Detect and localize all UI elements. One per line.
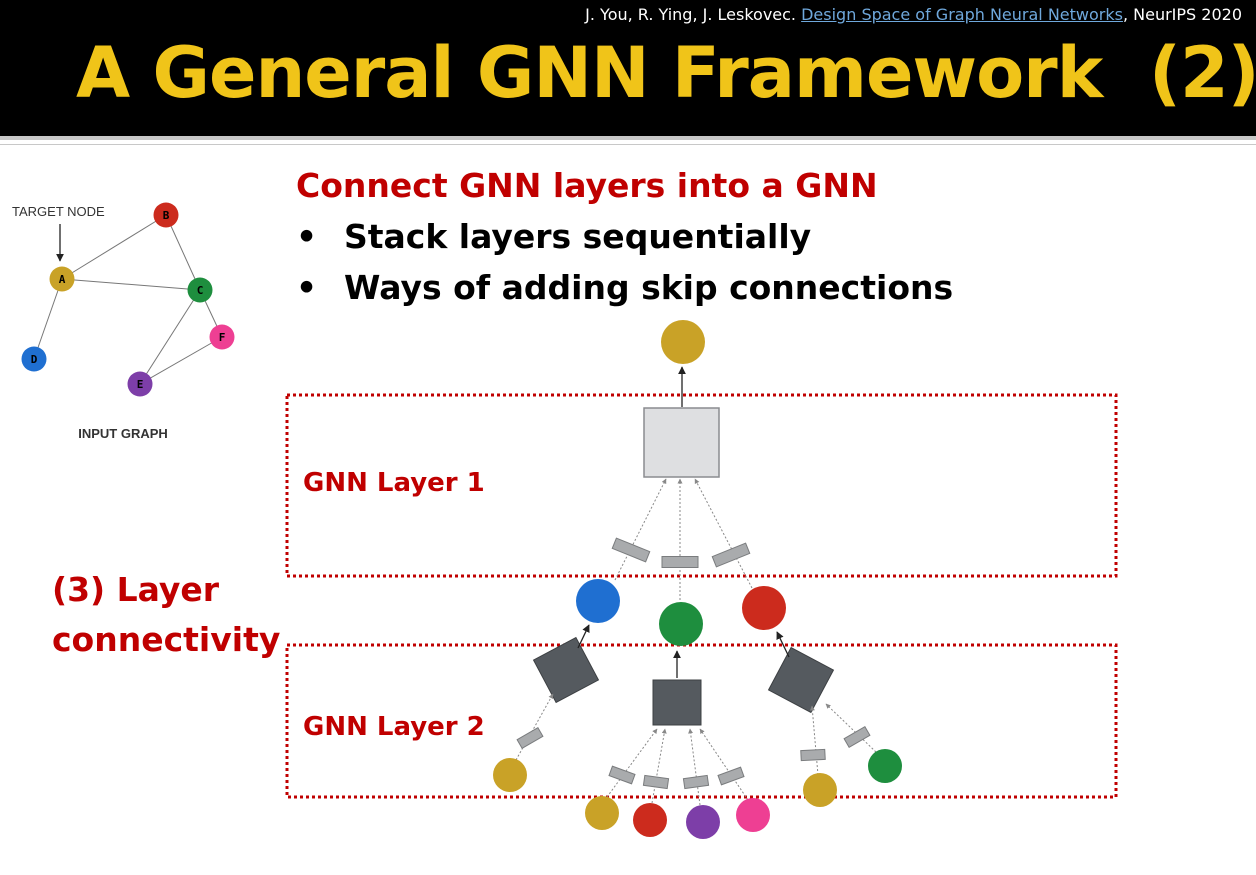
message-transform <box>642 774 670 790</box>
citation-link[interactable]: Design Space of Graph Neural Networks <box>801 5 1123 24</box>
message-edge <box>699 728 749 801</box>
layer2-aggregation-box-middle <box>652 679 702 726</box>
node-label-c: C <box>197 284 204 297</box>
layer2-output-arrow <box>776 631 790 658</box>
message-edge <box>809 705 819 776</box>
layer2-aggregation-box-right <box>767 646 835 714</box>
message-edge <box>825 703 877 753</box>
graph-edge <box>165 214 201 291</box>
message-transform <box>516 726 544 750</box>
node-label-f: F <box>219 331 226 344</box>
citation: J. You, R. Ying, J. Leskovec. Design Spa… <box>585 5 1242 24</box>
graph-node-d <box>21 346 47 372</box>
graph-node-e <box>127 371 153 397</box>
input-graph-caption: INPUT GRAPH <box>78 426 168 441</box>
graph-node-b <box>153 202 179 228</box>
label-line: connectivity <box>52 620 281 659</box>
message-transform <box>661 556 699 568</box>
layer2-node-purple <box>686 805 720 839</box>
node-label-e: E <box>137 378 144 391</box>
message-transform <box>843 725 871 749</box>
layer2-output-arrow <box>577 624 590 649</box>
node-label-d: D <box>31 353 38 366</box>
layer2-node-yellow <box>803 773 837 807</box>
layer1-aggregation-box <box>643 407 720 478</box>
message-edge <box>694 478 753 589</box>
slide-header: J. You, R. Ying, J. Leskovec. Design Spa… <box>0 0 1256 136</box>
layer1-node-green <box>659 602 703 646</box>
message-edge <box>515 693 554 761</box>
layer2-node-green <box>868 749 902 783</box>
input-graph: TARGET NODE A B C D E F INPUT GRAPH <box>12 202 235 441</box>
slide-title: A General GNN Framework (2) <box>76 32 1256 114</box>
graph-edge <box>139 336 223 385</box>
message-edge <box>688 728 701 806</box>
node-label-a: A <box>59 273 66 286</box>
message-transform <box>711 542 751 568</box>
section-heading: Connect GNN layers into a GNN <box>296 166 878 205</box>
graph-node-c <box>187 277 213 303</box>
graph-node-f <box>209 324 235 350</box>
message-transform <box>717 766 745 786</box>
layer1-node-red <box>742 586 786 630</box>
citation-authors: J. You, R. Ying, J. Leskovec. <box>585 5 797 24</box>
layer1-node-blue <box>576 579 620 623</box>
layer1-label: GNN Layer 1 <box>303 468 485 498</box>
label-line: (3) Layer <box>52 570 220 609</box>
layer2-label: GNN Layer 2 <box>303 712 485 742</box>
bullet-item: •Stack layers sequentially <box>296 217 812 256</box>
message-transform <box>800 748 826 762</box>
header-divider-thin <box>0 144 1256 145</box>
message-transform <box>608 765 636 785</box>
message-transform <box>682 774 710 790</box>
message-edge <box>614 478 667 581</box>
layer2-node-yellow <box>493 758 527 792</box>
layer2-node-pink <box>736 798 770 832</box>
layer2-aggregation-box-left <box>532 636 600 704</box>
layer2-node-yellow <box>585 796 619 830</box>
graph-edge <box>139 289 201 385</box>
citation-venue: , NeurIPS 2020 <box>1122 5 1242 24</box>
graph-edge <box>61 214 167 280</box>
layer2-node-red <box>633 803 667 837</box>
node-label-b: B <box>163 209 170 222</box>
layer1-box <box>285 393 1118 578</box>
bullet-text: Stack layers sequentially <box>344 217 812 256</box>
bullet-item: •Ways of adding skip connections <box>296 268 954 307</box>
bullet-text: Ways of adding skip connections <box>344 268 954 307</box>
graph-edge <box>61 278 201 291</box>
layer2-box <box>285 643 1118 799</box>
message-edge <box>651 728 667 804</box>
output-node <box>661 320 705 364</box>
graph-node-a <box>49 266 75 292</box>
graph-edge <box>33 278 63 360</box>
layer-connectivity-label: (3) Layer connectivity <box>52 565 280 665</box>
message-transform <box>611 537 651 563</box>
header-divider <box>0 136 1256 140</box>
message-edge <box>606 728 658 798</box>
target-node-label: TARGET NODE <box>12 204 105 219</box>
